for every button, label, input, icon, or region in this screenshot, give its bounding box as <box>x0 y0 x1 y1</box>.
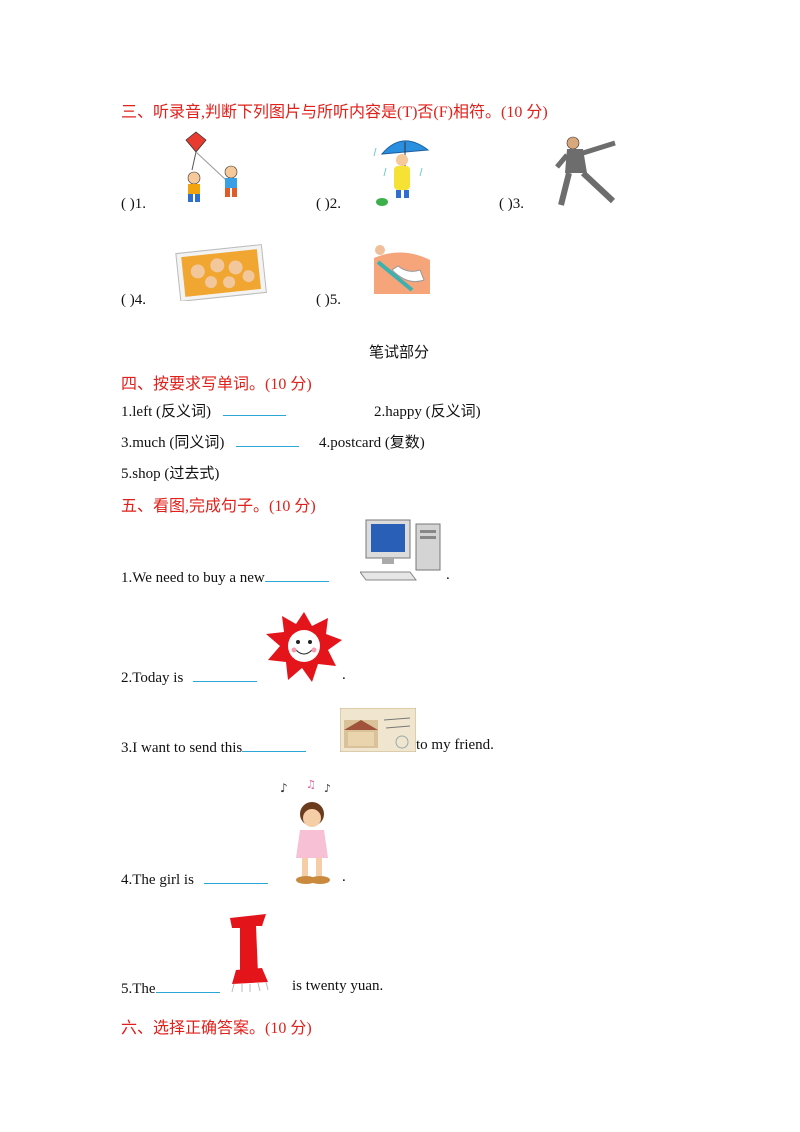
umbrella-rain-picture <box>373 140 430 206</box>
q4-3-label: 3.much (同义词) <box>121 435 225 451</box>
item3-label: ( )3. <box>499 196 524 212</box>
q4-5-label: 5.shop (过去式) <box>121 466 220 482</box>
s5-5-post: is twenty yuan. <box>292 978 384 994</box>
item1-label: ( )1. <box>121 196 146 212</box>
item2-label: ( )2. <box>316 196 341 212</box>
s5-1-blank[interactable] <box>264 567 329 582</box>
s5-4-post: . <box>342 869 346 885</box>
svg-text:♫: ♫ <box>306 778 316 791</box>
singing-girl-picture: ♪ ♫ ♪ <box>280 778 331 884</box>
item4-label: ( )4. <box>121 292 146 308</box>
section6-title: 六、选择正确答案。(10 分) <box>121 1020 312 1037</box>
s5-2-pre: 2.Today is <box>121 670 184 686</box>
arm-sling-picture <box>374 245 430 294</box>
sun-picture <box>266 612 342 682</box>
red-scarf-picture <box>230 914 269 993</box>
s5-5-blank[interactable] <box>155 978 220 993</box>
q4-3-blank[interactable] <box>236 432 300 447</box>
s5-2-post: . <box>342 667 346 683</box>
computer-picture <box>360 519 441 581</box>
s5-1-post: . <box>446 567 450 583</box>
section3-title: 三、听录音,判断下列图片与所听内容是(T)否(F)相符。(10 分) <box>121 104 548 121</box>
kite-kids-picture <box>185 131 238 202</box>
written-heading: 笔试部分 <box>369 345 430 361</box>
family-photo-picture <box>175 244 267 301</box>
s5-1-pre: 1.We need to buy a new <box>121 570 265 586</box>
section5-title: 五、看图,完成句子。(10 分) <box>121 498 316 515</box>
q4-2-label: 2.happy (反义词) <box>374 404 481 420</box>
s5-4-blank[interactable] <box>203 869 268 884</box>
q4-1-blank[interactable] <box>222 401 286 416</box>
svg-text:♪: ♪ <box>324 782 331 795</box>
section4-title: 四、按要求写单词。(10 分) <box>121 376 312 393</box>
svg-text:♪: ♪ <box>280 781 288 795</box>
s5-3-post: to my friend. <box>416 737 494 753</box>
s5-4-pre: 4.The girl is <box>121 872 194 888</box>
s5-2-blank[interactable] <box>193 667 258 682</box>
q4-1-label: 1.left (反义词) <box>121 404 211 420</box>
postcard-picture <box>340 708 416 752</box>
s5-3-pre: 3.I want to send this <box>121 740 243 756</box>
item5-label: ( )5. <box>316 292 341 308</box>
s5-3-blank[interactable] <box>242 737 307 752</box>
taichi-man-picture <box>555 136 616 206</box>
s5-5-pre: 5.The <box>121 981 156 997</box>
q4-4-label: 4.postcard (复数) <box>319 435 425 451</box>
